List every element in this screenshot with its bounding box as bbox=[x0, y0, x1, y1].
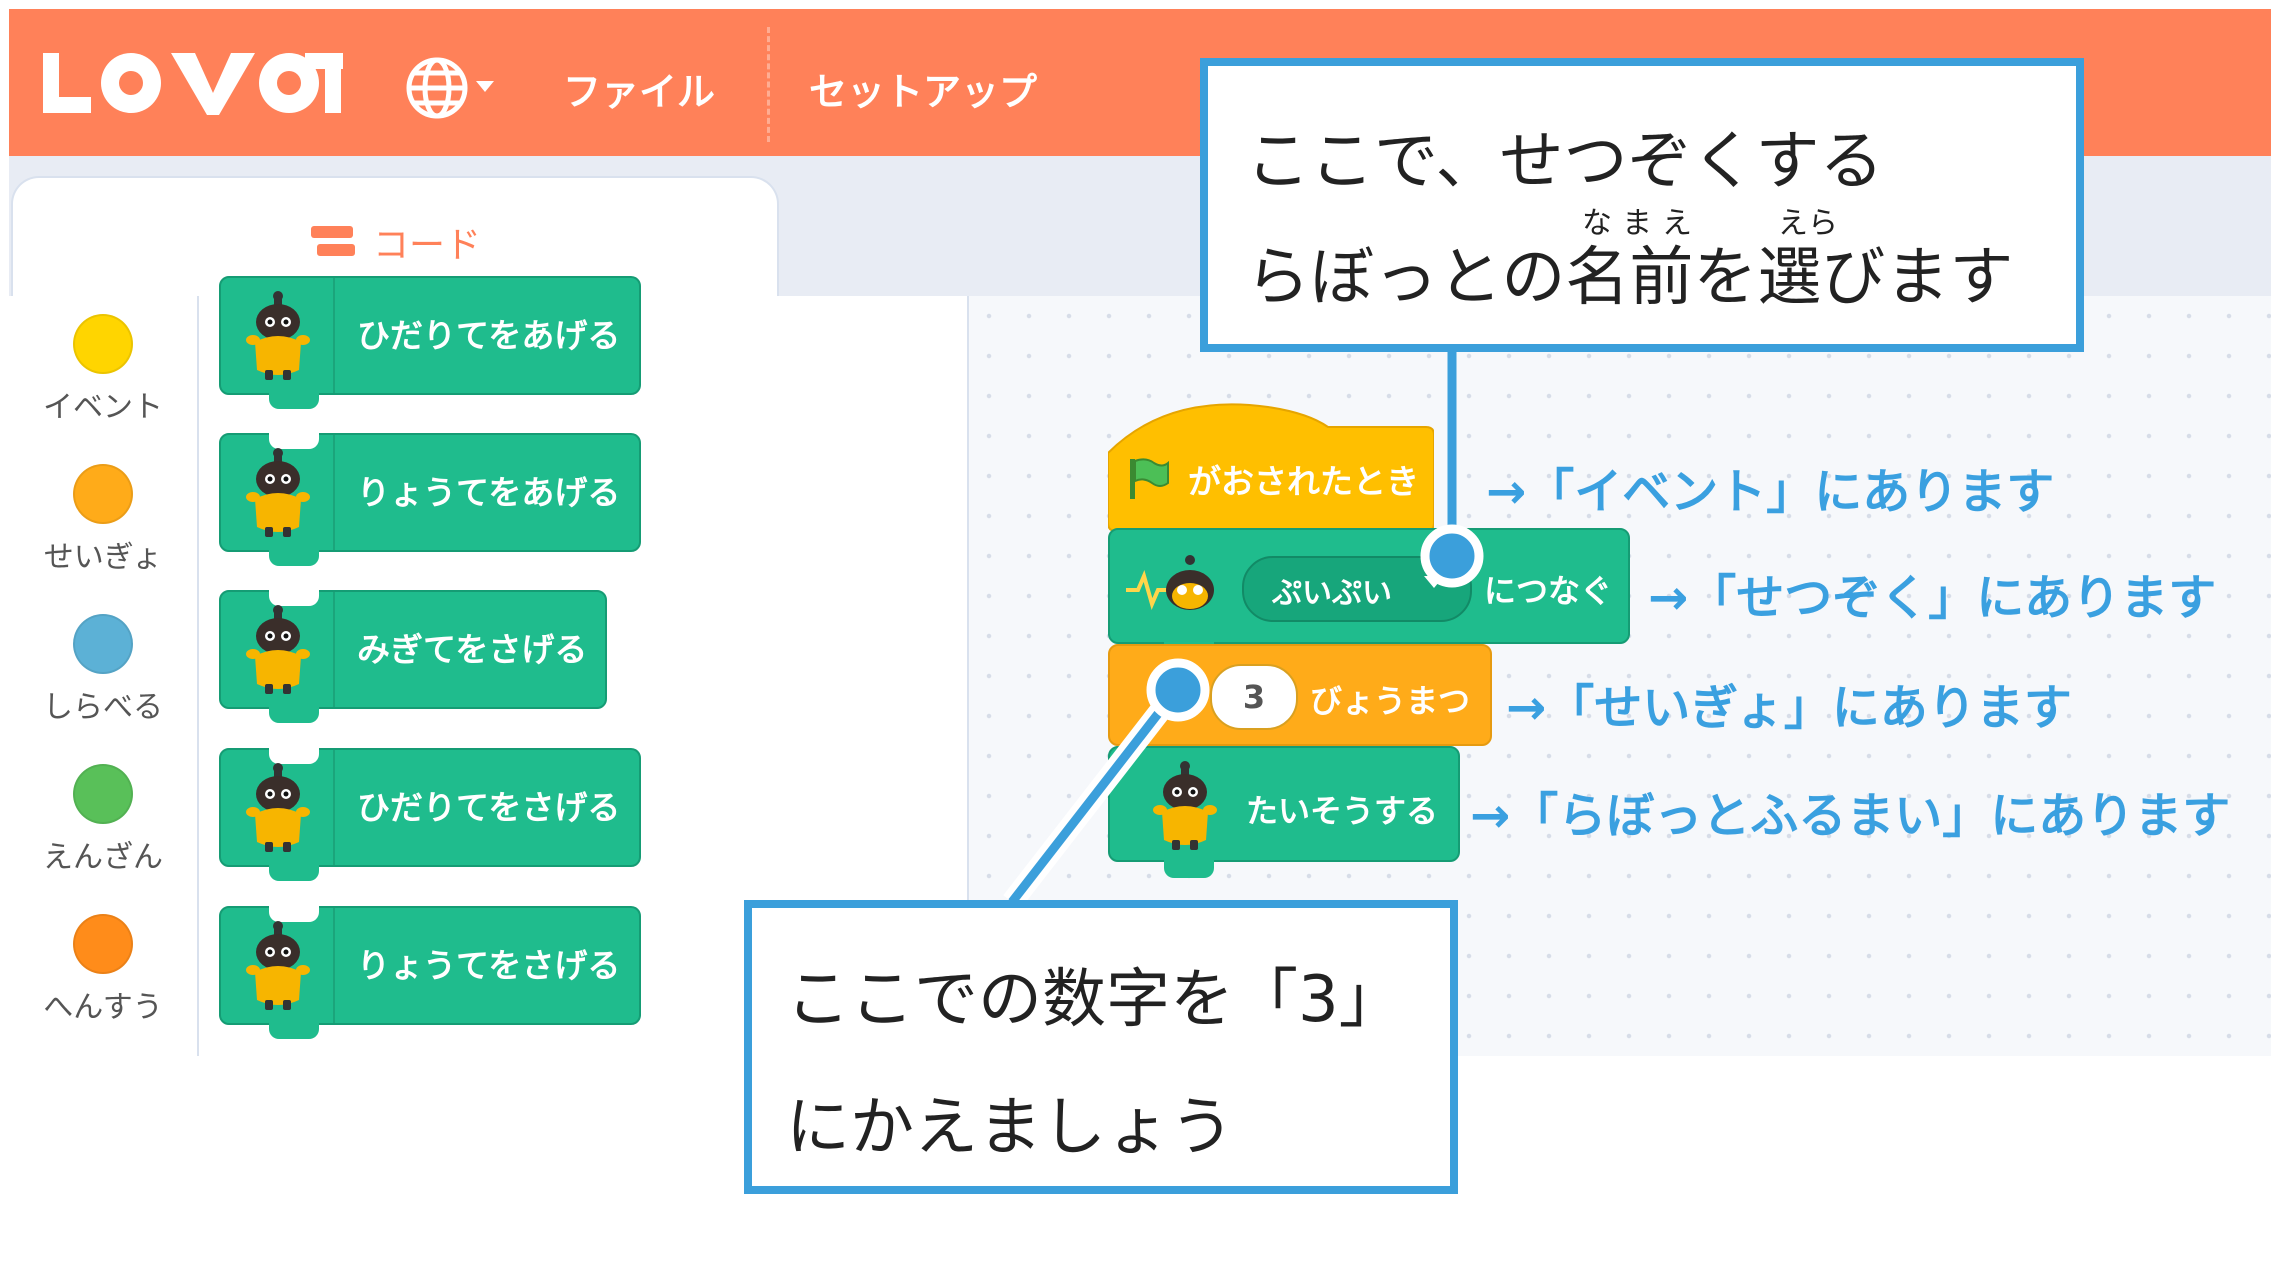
category-operators[interactable]: えんざん bbox=[13, 764, 193, 876]
gymnastics-block-label: たいそうする bbox=[1246, 792, 1439, 830]
category-operators-dot bbox=[73, 764, 133, 824]
category-menu: イベント せいぎょ しらべる えんざん へんすう bbox=[9, 296, 199, 1056]
wait-value-input[interactable]: 3 bbox=[1210, 664, 1298, 730]
robot-icon bbox=[243, 290, 313, 382]
event-block-label: がおされたとき bbox=[1188, 462, 1419, 501]
green-flag-icon bbox=[1130, 458, 1169, 499]
callout-select-robot-name: ここで、せつぞくする なまえ えら らぼっとの名前を選びます bbox=[1200, 58, 2084, 352]
palette-block-lower-right[interactable]: みぎてをさげる bbox=[219, 588, 607, 723]
category-variables-dot bbox=[73, 914, 133, 974]
connect-robot-icon bbox=[1126, 555, 1214, 610]
palette-block-label: ひだりてをあげる bbox=[357, 316, 621, 355]
callout-bottom-line2: にかえましょう bbox=[786, 1091, 1234, 1165]
chevron-down-icon bbox=[1424, 576, 1444, 588]
wait-value: 3 bbox=[1242, 678, 1266, 716]
palette-block-label: みぎてをさげる bbox=[357, 630, 588, 669]
wait-block-label: びょうまつ bbox=[1310, 682, 1471, 720]
note-control: →「せいぎょ」にあります bbox=[1506, 680, 2072, 736]
robot-icon bbox=[243, 604, 313, 696]
gymnastics-block[interactable]: たいそうする bbox=[1108, 746, 1460, 878]
connect-block[interactable]: ぷいぷい につなぐ bbox=[1108, 528, 1630, 660]
robot-icon bbox=[243, 920, 313, 1012]
category-sensing-label: しらべる bbox=[43, 690, 163, 725]
palette-block-label: りょうてをあげる bbox=[357, 473, 621, 512]
callout-top-line1: ここで、せつぞくする bbox=[1246, 125, 1884, 199]
callout-top-ruby-erabi: えら bbox=[1778, 206, 1838, 241]
callout-change-number: ここでの数字を「3」 にかえましょう bbox=[744, 900, 1458, 1194]
code-tab-icon bbox=[309, 222, 359, 262]
menu-divider bbox=[767, 27, 770, 142]
category-control[interactable]: せいぎょ bbox=[13, 464, 193, 576]
category-variables-label: へんすう bbox=[43, 990, 163, 1025]
palette-block-raise-left[interactable]: ひだりてをあげる bbox=[219, 276, 641, 409]
category-operators-label: えんざん bbox=[43, 840, 163, 875]
category-sensing-dot bbox=[73, 614, 133, 674]
event-flag-block[interactable]: がおされたとき bbox=[1108, 393, 1434, 531]
lovot-logo[interactable] bbox=[43, 53, 343, 119]
category-events-label: イベント bbox=[43, 390, 163, 425]
note-behavior: →「らぼっとふるまい」にあります bbox=[1470, 788, 2231, 844]
category-events[interactable]: イベント bbox=[13, 314, 193, 426]
menu-setup[interactable]: セットアップ bbox=[809, 70, 1038, 114]
robot-icon bbox=[243, 447, 313, 539]
robot-icon bbox=[243, 762, 313, 854]
category-events-dot bbox=[73, 314, 133, 374]
note-event: →「イベント」にあります bbox=[1486, 464, 2055, 520]
category-sensing[interactable]: しらべる bbox=[13, 614, 193, 726]
wait-block[interactable]: 3 びょうまつ bbox=[1108, 644, 1492, 746]
palette-block-label: ひだりてをさげる bbox=[357, 788, 621, 827]
robot-name-value: ぷいぷい bbox=[1272, 576, 1392, 611]
callout-bottom-line1: ここでの数字を「3」 bbox=[786, 963, 1403, 1037]
code-tab-label: コード bbox=[373, 225, 482, 266]
note-connect: →「せつぞく」にあります bbox=[1648, 570, 2217, 626]
category-control-label: せいぎょ bbox=[43, 540, 163, 575]
palette-block-label: りょうてをさげる bbox=[357, 946, 621, 985]
robot-icon bbox=[1150, 760, 1220, 852]
palette-block-raise-both[interactable]: りょうてをあげる bbox=[219, 431, 641, 566]
callout-top-ruby-namae: なまえ bbox=[1582, 206, 1702, 241]
callout-top-line2: らぼっとの名前を選びます bbox=[1246, 241, 2014, 315]
connect-block-label: につなぐ bbox=[1484, 572, 1613, 610]
palette-block-lower-left[interactable]: ひだりてをさげる bbox=[219, 746, 641, 881]
globe-icon[interactable] bbox=[404, 55, 514, 121]
category-variables[interactable]: へんすう bbox=[13, 914, 193, 1026]
palette-block-lower-both[interactable]: りょうてをさげる bbox=[219, 904, 641, 1039]
menu-file[interactable]: ファイル bbox=[563, 70, 716, 114]
robot-name-dropdown[interactable]: ぷいぷい bbox=[1242, 556, 1472, 622]
category-control-dot bbox=[73, 464, 133, 524]
